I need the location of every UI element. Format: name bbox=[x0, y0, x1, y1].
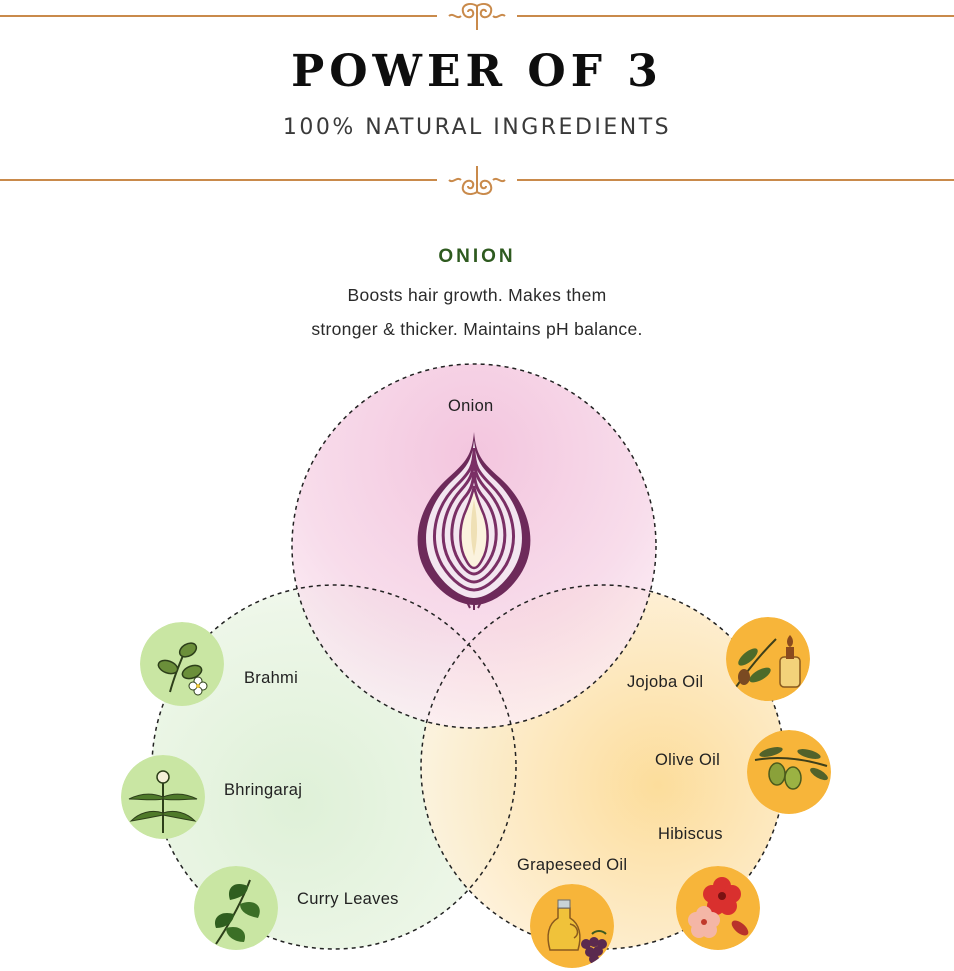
curry-leaves-label: Curry Leaves bbox=[297, 890, 399, 908]
flourish-ornament-bottom-icon bbox=[437, 166, 517, 195]
page-title: POWER OF 3 bbox=[291, 46, 663, 97]
grapeseed-oil-label: Grapeseed Oil bbox=[517, 856, 628, 874]
feature-name: ONION bbox=[438, 246, 516, 267]
brahmi-label: Brahmi bbox=[244, 669, 299, 687]
circle-top-outline bbox=[291, 363, 657, 729]
jojoba-oil-label: Jojoba Oil bbox=[627, 673, 704, 691]
grapeseed-oil-icon bbox=[530, 884, 614, 968]
feature-description-line-1: Boosts hair growth. Makes them bbox=[347, 285, 607, 305]
page-subtitle: 100% NATURAL INGREDIENTS bbox=[282, 115, 672, 140]
feature-description: Boosts hair growth. Makes them stronger … bbox=[277, 278, 677, 346]
brahmi-icon bbox=[140, 622, 224, 706]
bhringaraj-label: Bhringaraj bbox=[224, 781, 303, 799]
curry-leaves-icon bbox=[194, 866, 278, 950]
onion-icon bbox=[417, 432, 531, 610]
olive-oil-icon bbox=[747, 730, 831, 814]
hibiscus-icon bbox=[676, 866, 760, 950]
flourish-ornament-top-icon bbox=[437, 3, 517, 30]
jojoba-oil-icon bbox=[726, 617, 810, 701]
bhringaraj-icon bbox=[121, 755, 205, 839]
feature-description-line-2: stronger & thicker. Maintains pH balance… bbox=[311, 319, 643, 339]
onion-label: Onion bbox=[448, 397, 494, 415]
hibiscus-label: Hibiscus bbox=[658, 825, 723, 843]
olive-oil-label: Olive Oil bbox=[655, 751, 721, 769]
